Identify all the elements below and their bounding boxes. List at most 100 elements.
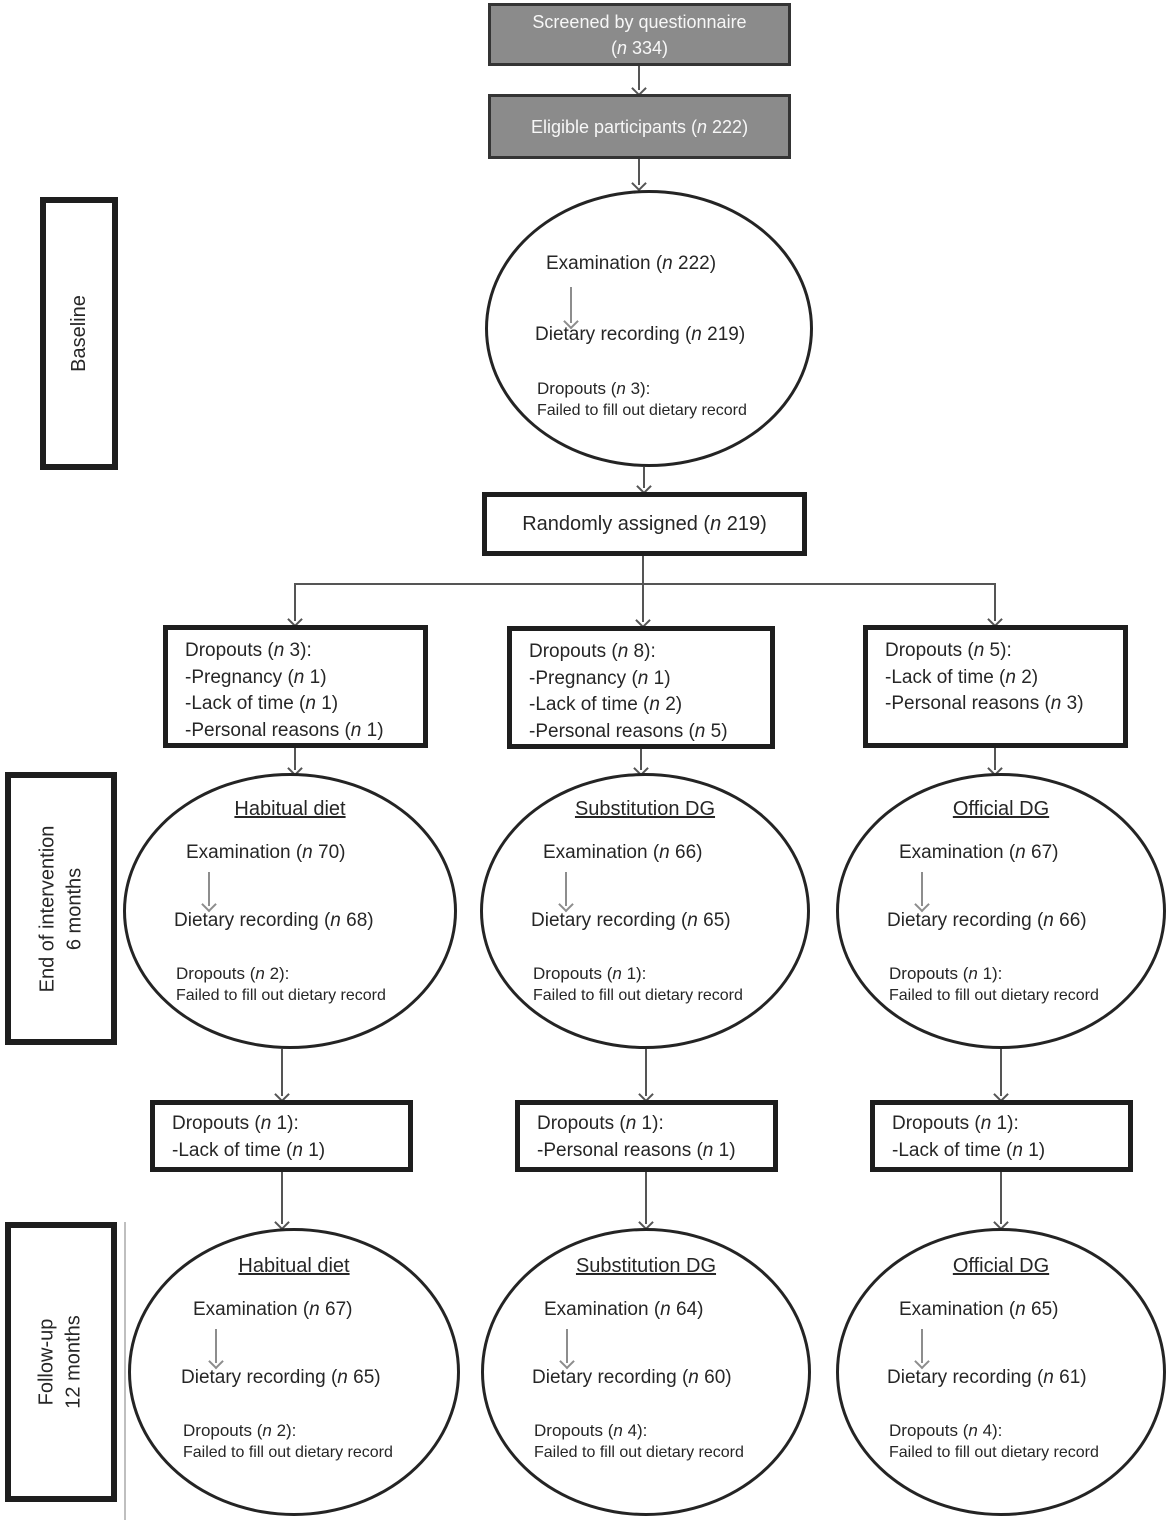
flow-arrow [993,1172,1009,1231]
connector-line [295,583,996,585]
screened-line2: (n 334) [610,37,669,58]
stage-label-text: 6 months [63,867,85,950]
stage-label-text: End of intervention [36,825,58,992]
dropout-reason: -Pregnancy (n 1) [529,667,671,689]
dropouts-box-substitution-postintervention: Dropouts (n 1): -Personal reasons (n 1) [515,1100,778,1172]
dropouts-title: Dropouts (n 1): [172,1113,299,1134]
examination-text: Examination (n 64) [544,1299,704,1320]
examination-text: Examination (n 67) [193,1299,353,1320]
dropouts-reason-text: Failed to fill out dietary record [534,1444,744,1461]
dropout-reason: -Lack of time (n 1) [892,1139,1046,1161]
dietary-recording-text: Dietary recording (n 65) [181,1367,381,1388]
eligible-box: Eligible participants (n 222) [488,94,791,159]
group-title: Official DG [952,1255,1050,1277]
flow-arrow [638,1049,654,1103]
dropouts-text: Dropouts (n 4): [534,1421,648,1440]
dropouts-text: Dropouts (n 2): [183,1421,297,1440]
down-arrow-icon [559,1329,575,1370]
group-title: Substitution DG [575,1255,717,1277]
stage-label-follow-up: Follow-up 12 months [5,1222,117,1502]
dropouts-text: Dropouts (n 1): [533,964,647,983]
dropout-reason: -Personal reasons (n 1) [185,719,384,741]
dropout-reason: -Pregnancy (n 1) [185,666,327,688]
flow-arrow [274,1172,290,1231]
flow-arrow [287,583,303,628]
dropouts-reason-text: Failed to fill out dietary record [183,1444,393,1461]
dropout-reason: -Personal reasons (n 3) [885,693,1084,714]
dropouts-title: Dropouts (n 1): [892,1113,1019,1134]
flow-arrow [631,66,647,97]
dietary-recording-text: Dietary recording (n 65) [531,910,731,931]
examination-text: Examination (n 222) [546,253,717,274]
baseline-ellipse: Examination (n 222) Dietary recording (n… [485,190,813,467]
flow-arrow [274,1049,290,1103]
dropouts-reason-text: Failed to fill out dietary record [537,402,747,419]
group-title: Substitution DG [574,798,716,820]
eligible-text: Eligible participants (n 222) [530,116,749,137]
dropouts-text: Dropouts (n 2): [176,964,290,983]
connector-line [124,1222,126,1520]
dropouts-title: Dropouts (n 8): [529,641,656,662]
group-title: Official DG [952,798,1050,820]
connector-line [642,556,644,583]
down-arrow-icon [558,872,574,913]
dietary-recording-text: Dietary recording (n 60) [532,1367,732,1388]
dropout-reason: -Lack of time (n 1) [185,693,339,714]
dropouts-box-official-postintervention: Dropouts (n 1): -Lack of time (n 1) [870,1100,1133,1172]
flow-arrow [987,583,1003,628]
dropouts-reason-text: Failed to fill out dietary record [533,987,743,1004]
screened-box: Screened by questionnaire (n 334) [488,3,791,66]
dietary-recording-text: Dietary recording (n 66) [887,910,1087,931]
flow-arrow [633,749,649,777]
examination-text: Examination (n 66) [543,842,703,863]
dropouts-box-habitual-postrandomization: Dropouts (n 3): -Pregnancy (n 1) -Lack o… [163,625,428,748]
ellipse-substitution-12mo: Substitution DG Examination (n 64) Dieta… [481,1228,811,1516]
group-title: Habitual diet [234,798,346,820]
dropouts-title: Dropouts (n 3): [185,640,312,661]
dropouts-box-habitual-postintervention: Dropouts (n 1): -Lack of time (n 1) [150,1100,413,1172]
dropouts-text: Dropouts (n 4): [889,1421,1003,1440]
flow-arrow [993,1049,1009,1103]
stage-label-end-of-intervention: End of intervention 6 months [5,772,117,1045]
dropout-reason: -Lack of time (n 2) [529,694,683,715]
stage-label-text: Follow-up [35,1318,58,1406]
flow-arrow [636,467,652,495]
dropouts-box-substitution-postrandomization: Dropouts (n 8): -Pregnancy (n 1) -Lack o… [507,626,775,749]
ellipse-official-12mo: Official DG Examination (n 65) Dietary r… [836,1228,1166,1516]
randomized-box: Randomly assigned (n 219) [482,492,807,556]
examination-text: Examination (n 67) [899,842,1059,863]
stage-label-baseline: Baseline [40,197,118,470]
randomized-text: Randomly assigned (n 219) [522,512,767,535]
stage-label-text: 12 months [62,1315,85,1409]
examination-text: Examination (n 70) [186,842,346,863]
group-title: Habitual diet [238,1255,350,1277]
dropout-reason: -Personal reasons (n 5) [529,720,728,742]
flow-arrow [631,159,647,192]
dropouts-reason-text: Failed to fill out dietary record [176,987,386,1004]
dropouts-box-official-postrandomization: Dropouts (n 5): -Lack of time (n 2) -Per… [863,625,1128,748]
ellipse-official-6mo: Official DG Examination (n 67) Dietary r… [836,773,1166,1049]
examination-text: Examination (n 65) [899,1299,1059,1320]
dropouts-title: Dropouts (n 5): [885,640,1012,661]
ellipse-substitution-6mo: Substitution DG Examination (n 66) Dieta… [480,773,810,1049]
dropouts-title: Dropouts (n 1): [537,1113,664,1134]
stage-label-text: Baseline [67,295,90,372]
dropouts-text: Dropouts (n 3): [537,379,651,398]
down-arrow-icon [563,287,579,330]
dietary-recording-text: Dietary recording (n 68) [174,910,374,931]
flow-arrow [987,748,1003,777]
down-arrow-icon [914,1329,930,1370]
down-arrow-icon [201,872,217,913]
down-arrow-icon [914,872,930,913]
flow-arrow [638,1172,654,1231]
flow-arrow [287,748,303,777]
dropouts-reason-text: Failed to fill out dietary record [889,987,1099,1004]
dropouts-reason-text: Failed to fill out dietary record [889,1444,1099,1461]
dropout-reason: -Lack of time (n 1) [172,1139,326,1161]
ellipse-habitual-12mo: Habitual diet Examination (n 67) Dietary… [128,1228,460,1516]
flow-arrow [635,583,651,629]
dietary-recording-text: Dietary recording (n 219) [535,324,746,345]
screened-line1: Screened by questionnaire [532,11,747,32]
down-arrow-icon [208,1329,224,1370]
